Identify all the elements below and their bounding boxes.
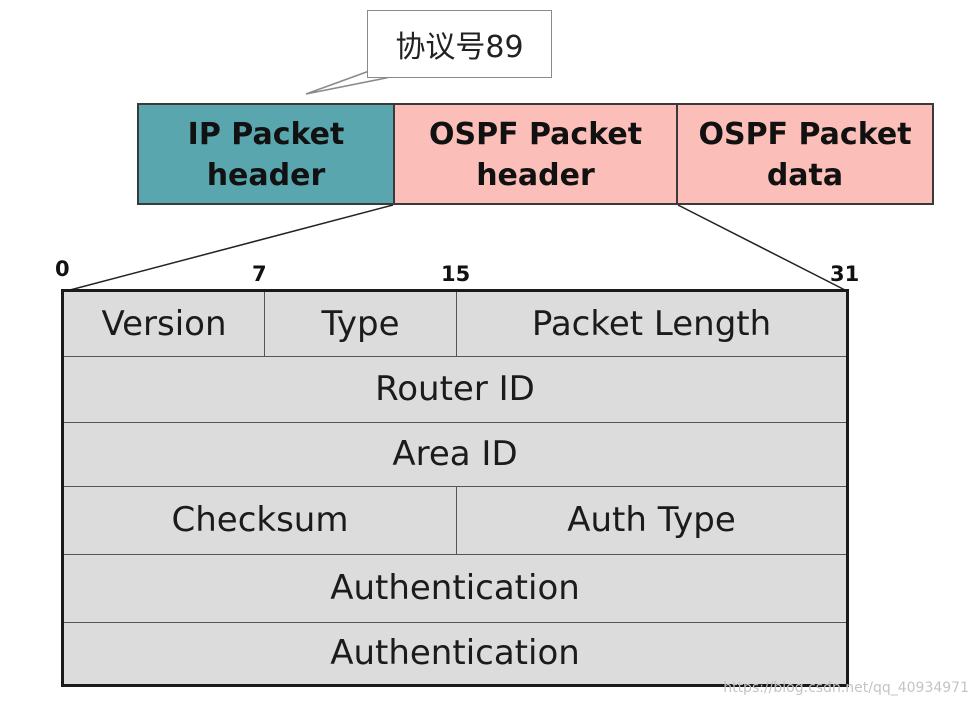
watermark-text: https://blog.csdn.net/qq_40934971 xyxy=(723,680,969,696)
callout-text: 协议号89 xyxy=(395,30,524,65)
field-type: Type xyxy=(264,292,456,356)
bit-label-15: 15 xyxy=(441,262,471,286)
field-area-id: Area ID xyxy=(392,434,518,474)
bit-label-31: 31 xyxy=(830,262,860,286)
field-auth-type: Auth Type xyxy=(456,486,846,554)
protocol-number-callout: 协议号89 xyxy=(367,10,552,78)
field-router-id: Router ID xyxy=(375,369,535,409)
field-version: Version xyxy=(101,304,227,344)
field-checksum: Checksum xyxy=(171,500,349,540)
ospf-header-format-table: Version Type Packet Length Router ID Are… xyxy=(61,289,849,687)
header-row-3: Area ID xyxy=(64,422,846,487)
field-authentication-1: Authentication xyxy=(330,568,580,608)
ip-packet-header-box: IP Packet header xyxy=(137,103,395,205)
ospf-packet-header-box: OSPF Packet header xyxy=(393,103,678,205)
header-row-5: Authentication xyxy=(64,554,846,623)
header-row-6: Authentication xyxy=(64,622,846,684)
header-row-1: Version Type Packet Length xyxy=(64,292,846,357)
ospf-packet-data-box: OSPF Packet data xyxy=(676,103,934,205)
field-authentication-2: Authentication xyxy=(330,633,580,673)
field-packet-length: Packet Length xyxy=(456,292,846,356)
header-row-2: Router ID xyxy=(64,356,846,423)
zoom-line-left xyxy=(69,204,394,291)
header-row-4: Checksum Auth Type xyxy=(64,486,846,555)
bit-label-7: 7 xyxy=(252,262,267,286)
bit-label-0: 0 xyxy=(55,257,70,281)
zoom-line-right xyxy=(677,204,846,291)
